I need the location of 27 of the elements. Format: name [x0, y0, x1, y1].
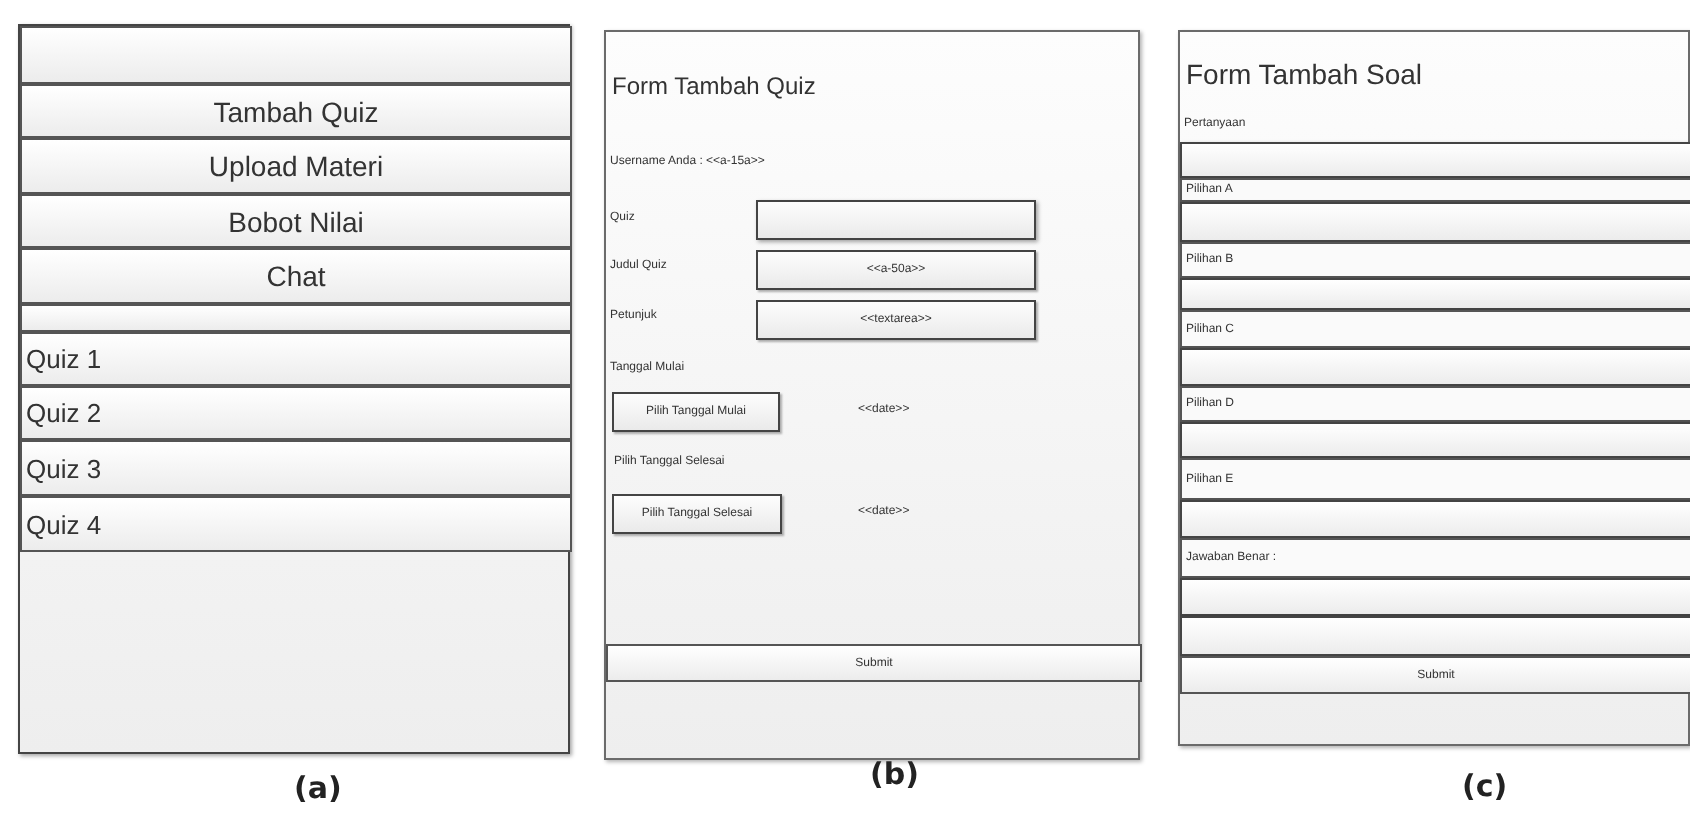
menu-row: Quiz 2: [20, 386, 572, 440]
input-field: [756, 200, 1036, 240]
input-field: [1180, 422, 1690, 458]
menu-row: Bobot Nilai: [20, 194, 572, 248]
input-field: [1180, 202, 1690, 242]
figure-caption: (c): [1462, 768, 1508, 804]
menu-row: Quiz 4: [20, 496, 572, 552]
menu-row: Chat: [20, 248, 572, 304]
menu-row: Quiz 1: [20, 332, 572, 386]
figure-caption: (a): [294, 770, 342, 806]
input-field: [1180, 500, 1690, 538]
input-field: [1180, 142, 1690, 178]
form-title: Form Tambah Soal: [1186, 58, 1423, 90]
input-field: [1180, 578, 1690, 616]
menu-row: Tambah Quiz: [20, 84, 572, 138]
menu-row: Quiz 3: [20, 440, 572, 496]
input-field: [1180, 616, 1690, 656]
input-field: [1180, 348, 1690, 386]
form-title: Form Tambah Quiz: [612, 72, 816, 100]
screen-mockup: [1178, 30, 1690, 746]
figure-caption: (b): [870, 756, 919, 792]
menu-bar: [20, 304, 572, 332]
screen-mockup: [604, 30, 1140, 760]
screen-mockup: [18, 24, 570, 754]
menu-row: Upload Materi: [20, 138, 572, 194]
menu-bar: [20, 26, 572, 84]
input-field: [1180, 278, 1690, 310]
